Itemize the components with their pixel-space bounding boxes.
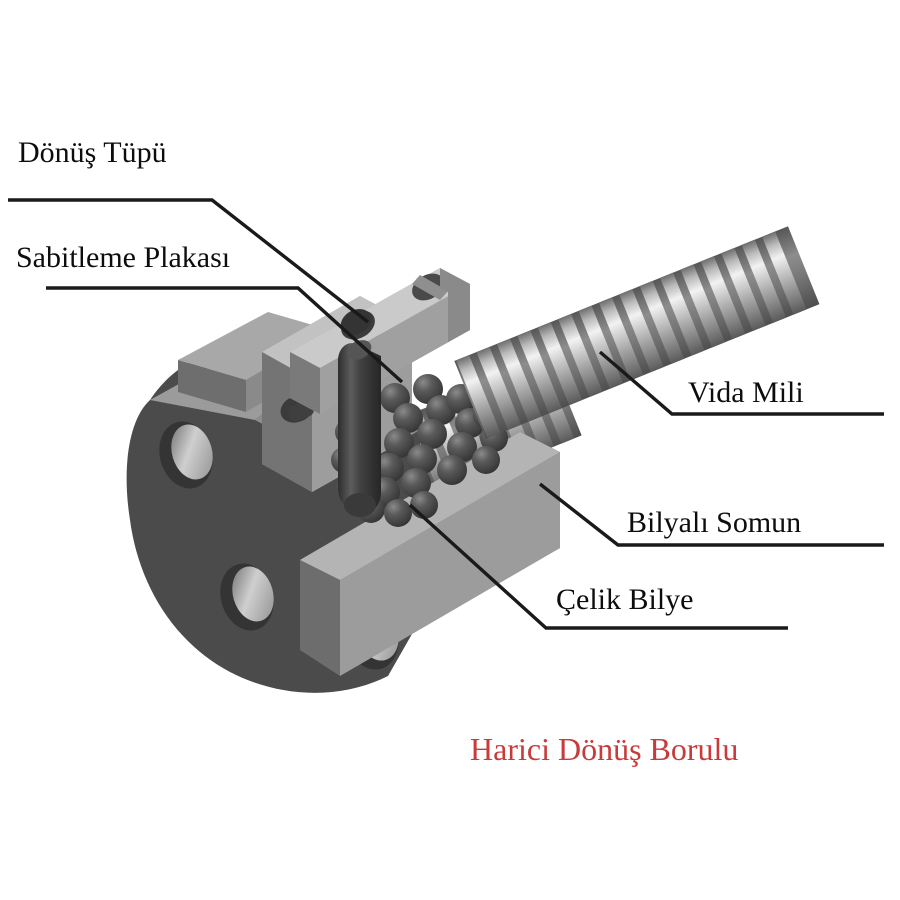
steel-ball [410,491,438,519]
steel-ball [401,468,431,498]
label-sabitleme-plakasi: Sabitleme Plakası [16,241,231,274]
steel-ball [384,428,414,458]
leader-bilyali-somun [538,482,884,547]
label-donus-tupu: Dönüş Tüpü [18,136,167,169]
steel-ball [437,455,467,485]
diagram-caption: Harici Dönüş Borulu [470,731,739,767]
leader-celik-bilye [408,503,788,630]
steel-ball [472,446,500,474]
label-celik-bilye: Çelik Bilye [556,583,694,616]
steel-ball [374,453,404,483]
leader-sabitleme-plakasi [46,286,404,384]
steel-ball [417,419,447,449]
leader-vida-mili [598,350,884,416]
steel-ball [407,444,437,474]
steel-ball [384,499,412,527]
leader-donus-tupu [8,198,370,324]
screw-shaft-right [454,226,820,439]
label-bilyali-somun: Bilyalı Somun [627,506,802,539]
steel-ball [447,432,477,462]
leader-lines [8,198,884,630]
return-tube [338,309,381,517]
label-vida-mili: Vida Mili [688,376,804,409]
steel-ball [393,403,423,433]
